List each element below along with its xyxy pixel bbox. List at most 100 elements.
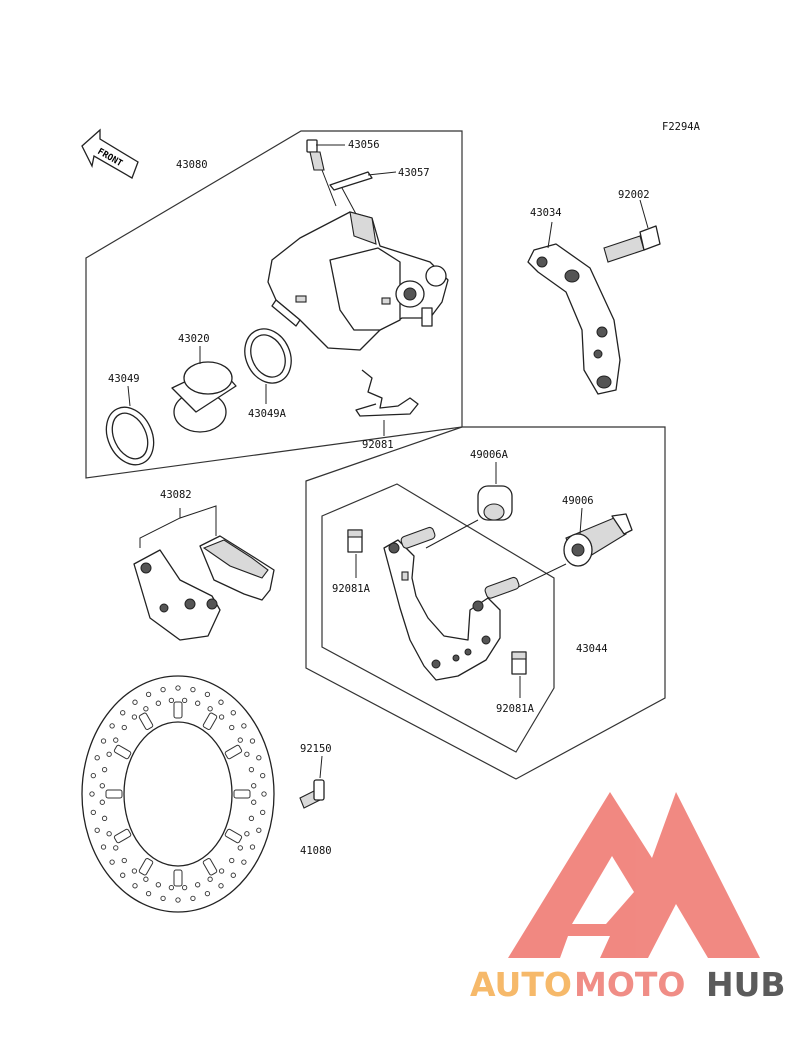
caliper-piston (171, 346, 237, 433)
disc-hole (94, 755, 100, 761)
disc-hole (120, 872, 126, 878)
disc-hole (204, 691, 211, 698)
disc-hole (106, 751, 112, 757)
disc-hole (207, 706, 213, 712)
disc-hole (101, 767, 108, 773)
front-arrow-icon: FRONT (81, 128, 139, 179)
automotohub-logo-icon (508, 792, 760, 958)
disc-hole (181, 697, 188, 704)
disc-bolt (299, 755, 325, 809)
label-41080: 41080 (300, 845, 332, 857)
disc-hole (218, 868, 225, 874)
disc-hole (204, 890, 211, 897)
disc-hole (143, 706, 149, 712)
disc-hole (113, 737, 119, 743)
label-43044: 43044 (576, 643, 608, 655)
disc-hole (121, 857, 127, 864)
disc-hole (230, 710, 236, 716)
disc-hole (251, 783, 257, 789)
watermark-text: AUTO MOTO HUB (470, 965, 786, 1004)
disc-holes (89, 685, 267, 903)
disc-hole (175, 685, 181, 691)
label-43056: 43056 (348, 139, 380, 151)
disc-hole (120, 710, 126, 716)
disc-slot (113, 744, 132, 760)
pad-clip-lower (511, 651, 527, 698)
disc-hole (241, 723, 247, 729)
disc-hole (256, 755, 262, 761)
disc-hole (155, 882, 161, 888)
pad-spring (355, 369, 419, 436)
disc-slot (173, 869, 183, 887)
disc-hole (121, 724, 127, 731)
disc-hole (249, 738, 256, 744)
disc-hole (256, 827, 262, 833)
disc-slots (105, 701, 251, 887)
watermark-word-hub: HUB (706, 965, 786, 1004)
caliper-bracket (383, 526, 520, 681)
disc-slot (113, 828, 132, 844)
label-49006: 49006 (562, 495, 594, 507)
disc-hole (244, 751, 250, 757)
disc-slot (224, 828, 243, 844)
disc-hole (241, 859, 247, 865)
disc-hole (261, 791, 267, 797)
watermark-word-auto: AUTO (470, 965, 572, 1004)
label-49006A: 49006A (470, 449, 509, 461)
disc-hole (101, 815, 108, 821)
label-43080: 43080 (176, 159, 208, 171)
disc-slot (138, 712, 154, 730)
watermark-word-moto: MOTO (574, 965, 685, 1004)
disc-hole (181, 884, 188, 891)
disc-hole (248, 767, 255, 773)
disc-hole (99, 799, 105, 805)
disc-hole (218, 883, 224, 889)
label-92002: 92002 (618, 189, 650, 201)
disc-hole (218, 714, 225, 720)
bracket-inner-frame (321, 483, 555, 753)
disc-hole (160, 895, 166, 902)
disc-hole (251, 799, 257, 805)
caliper-assembly-frame (85, 130, 463, 479)
disc-hole (145, 691, 152, 698)
disc-hole (131, 868, 138, 874)
disc-hole (229, 857, 235, 864)
disc-hole (195, 700, 201, 706)
label-43082: 43082 (160, 489, 192, 501)
disc-hole (260, 772, 266, 779)
disc-hole (100, 738, 107, 744)
brake-disc (81, 675, 275, 913)
disc-hole (168, 697, 175, 704)
disc-hole (260, 809, 266, 816)
disc-hole (207, 876, 213, 882)
disc-hole (168, 884, 175, 891)
disc-hole (131, 714, 138, 720)
disc-hole (109, 859, 115, 865)
brake-pads (133, 505, 275, 641)
brake-caliper-body (267, 169, 449, 351)
disc-hole (109, 723, 115, 729)
bleeder-valve (306, 139, 345, 171)
disc-hole (113, 845, 119, 851)
disc-hole (249, 844, 256, 850)
disc-slot (138, 858, 154, 876)
label-92150: 92150 (300, 743, 332, 755)
label-43049A: 43049A (248, 408, 287, 420)
disc-slot (202, 858, 218, 876)
label-43034: 43034 (530, 207, 562, 219)
label-43049: 43049 (108, 373, 140, 385)
disc-hole (89, 791, 95, 797)
disc-hole (190, 895, 196, 902)
disc-slot (233, 789, 251, 799)
disc-hole (237, 845, 243, 851)
slide-pin-bolt (507, 507, 633, 593)
disc-slot (202, 712, 218, 730)
disc-hole (175, 897, 181, 903)
label-92081A-lower: 92081A (496, 703, 535, 715)
label-92081: 92081 (362, 439, 394, 451)
disc-hole (99, 783, 105, 789)
disc-hole (100, 844, 107, 850)
disc-hole (244, 831, 250, 837)
label-43057: 43057 (398, 167, 430, 179)
